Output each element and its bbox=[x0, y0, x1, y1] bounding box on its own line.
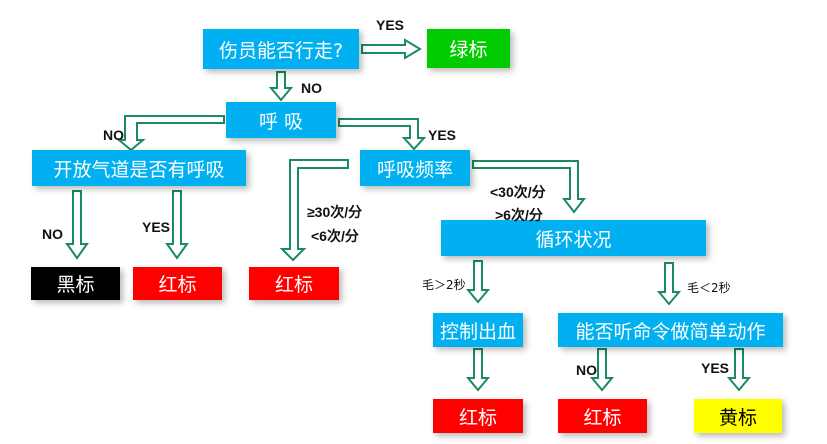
node-open-airway-text: 开放气道是否有呼吸 bbox=[53, 158, 225, 181]
node-yellow-tag: 黄标 bbox=[694, 399, 782, 433]
label-cap-lt2: 毛＜2秒 bbox=[687, 281, 731, 295]
label-walk-yes: YES bbox=[376, 17, 405, 33]
node-red-tag-commands-text: 红标 bbox=[583, 406, 622, 429]
arrow-airway-yes bbox=[165, 190, 189, 260]
node-black-tag: 黑标 bbox=[31, 267, 120, 300]
node-red-tag-airway: 红标 bbox=[133, 267, 222, 300]
node-green-tag: 绿标 bbox=[427, 29, 510, 68]
node-control-bleeding: 控制出血 bbox=[433, 313, 523, 347]
node-can-walk-text: 伤员能否行走? bbox=[218, 39, 344, 62]
node-open-airway: 开放气道是否有呼吸 bbox=[32, 150, 246, 186]
arrow-rate-high bbox=[279, 159, 349, 262]
arrow-airway-no bbox=[65, 190, 89, 260]
arrow-cmd-yes bbox=[726, 348, 752, 392]
node-red-tag-rate-text: 红标 bbox=[274, 274, 313, 296]
node-follow-commands-text: 能否听命令做简单动作 bbox=[575, 320, 766, 343]
label-walk-no: NO bbox=[301, 80, 322, 96]
arrow-bleeding-red bbox=[465, 348, 491, 392]
node-resp-rate: 呼吸频率 bbox=[360, 150, 470, 186]
label-rate-normal-1: <30次/分 bbox=[490, 184, 546, 200]
arrow-cap-gt2 bbox=[465, 260, 491, 304]
arrow-cap-lt2 bbox=[656, 262, 682, 306]
arrow-breath-yes bbox=[338, 118, 427, 151]
node-breathing-text: 呼 吸 bbox=[258, 110, 304, 133]
node-circulation: 循环状况 bbox=[441, 220, 706, 256]
label-airway-no: NO bbox=[42, 226, 63, 242]
node-red-tag-bleeding-text: 红标 bbox=[458, 406, 497, 429]
node-resp-rate-text: 呼吸频率 bbox=[376, 158, 453, 181]
label-rate-high-1: ≥30次/分 bbox=[307, 204, 363, 220]
label-breath-yes: YES bbox=[428, 127, 457, 143]
label-cmd-yes: YES bbox=[701, 360, 730, 376]
arrow-cmd-no bbox=[589, 348, 615, 392]
node-red-tag-bleeding: 红标 bbox=[433, 399, 523, 433]
node-green-tag-text: 绿标 bbox=[449, 39, 488, 61]
arrow-rate-normal bbox=[472, 160, 587, 214]
node-red-tag-commands: 红标 bbox=[558, 399, 647, 433]
arrow-walk-yes bbox=[361, 38, 422, 60]
node-breathing: 呼 吸 bbox=[226, 102, 336, 138]
label-breath-no: NO bbox=[103, 127, 124, 143]
arrow-walk-no bbox=[268, 71, 294, 102]
label-airway-yes: YES bbox=[142, 219, 171, 235]
arrow-breath-no bbox=[116, 115, 225, 152]
node-black-tag-text: 黑标 bbox=[56, 274, 95, 296]
label-cap-gt2: 毛＞2秒 bbox=[422, 278, 466, 292]
node-can-walk: 伤员能否行走? bbox=[203, 29, 359, 69]
node-circulation-text: 循环状况 bbox=[535, 228, 612, 251]
label-rate-high-2: <6次/分 bbox=[311, 228, 359, 244]
label-cmd-no: NO bbox=[576, 362, 597, 378]
node-red-tag-airway-text: 红标 bbox=[158, 274, 197, 296]
node-red-tag-rate: 红标 bbox=[249, 267, 339, 300]
node-follow-commands: 能否听命令做简单动作 bbox=[558, 313, 783, 347]
node-yellow-tag-text: 黄标 bbox=[718, 406, 757, 429]
node-control-bleeding-text: 控制出血 bbox=[439, 320, 516, 343]
label-rate-normal-2: >6次/分 bbox=[495, 207, 543, 223]
